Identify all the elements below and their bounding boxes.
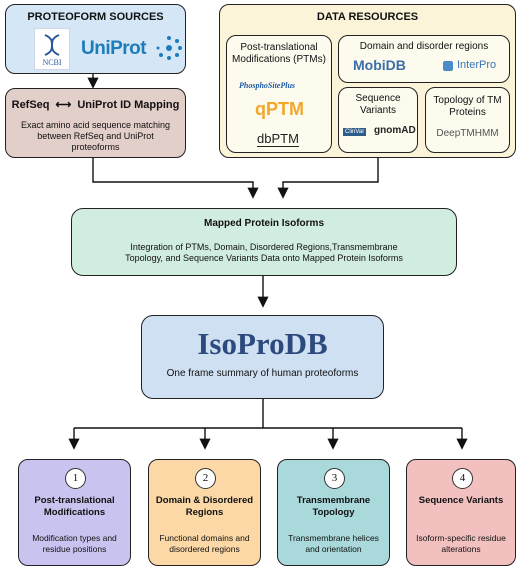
topology-resources-box: Topology of TM Proteins DeepTMHMM [425, 87, 510, 153]
output-desc: Modification types and residue positions [32, 533, 117, 554]
uniprot-dots-icon [156, 36, 182, 60]
output-desc: Functional domains and disordered region… [159, 533, 250, 554]
isoprodb-box: IsoProDB One frame summary of human prot… [141, 315, 384, 399]
id-mapping-desc: Exact amino acid sequence matching betwe… [20, 120, 171, 152]
ncbi-helix-icon [44, 34, 60, 56]
output-desc: Isoform-specific residue alterations [416, 533, 506, 554]
output-number-badge: 2 [195, 468, 216, 489]
data-resources-title: DATA RESOURCES [316, 11, 419, 23]
qptm-logo: qPTM [255, 99, 304, 119]
data-resources-box: DATA RESOURCES Post-translational Modifi… [219, 4, 516, 158]
phosphositeplus-logo: PhosphoSitePlus [239, 81, 296, 90]
arrow-resources-to-mapped [277, 157, 379, 199]
output-title: Transmembrane Topology [296, 495, 371, 518]
output-box-ptm: 1 Post-translational Modifications Modif… [18, 459, 131, 566]
output-title: Post-translational Modifications [34, 495, 115, 518]
clinvar-logo: ClinVar [343, 128, 367, 136]
mapped-isoforms-title: Mapped Protein Isoforms [203, 218, 324, 229]
output-desc: Transmembrane helices and orientation [288, 533, 379, 554]
id-mapping-box: RefSeq ⟷ UniProt ID Mapping Exact amino ac… [5, 88, 186, 158]
output-box-transmembrane: 3 Transmembrane Topology Transmembrane h… [277, 459, 390, 566]
domain-resources-box: Domain and disorder regions MobiDB Inter… [338, 35, 510, 83]
variants-resources-title: Sequence Variants [355, 93, 401, 116]
output-number-badge: 1 [65, 468, 86, 489]
interpro-logo: InterPro [457, 59, 497, 71]
variants-resources-box: Sequence Variants ClinVar gnomAD [338, 87, 418, 153]
proteoform-sources-title: PROTEOFORM SOURCES [27, 11, 164, 23]
output-title: Sequence Variants [418, 495, 504, 506]
ncbi-logo-text: NCBI [42, 58, 62, 67]
bidirectional-arrow-icon: ⟷ [55, 99, 72, 111]
refseq-label: RefSeq [11, 99, 50, 111]
output-title: Domain & Disordered Regions [155, 495, 254, 518]
deeptmhmm-logo: DeepTMHMM [436, 128, 499, 139]
gnomad-logo: gnomAD [374, 125, 416, 136]
mapped-isoforms-box: Mapped Protein Isoforms Integration of P… [71, 208, 457, 276]
dbptm-logo: dbPTM [257, 131, 299, 147]
isoprodb-title: IsoProDB [197, 326, 328, 361]
ptm-resources-box: Post-translational Modifications (PTMs) … [226, 35, 332, 153]
output-box-variants: 4 Sequence Variants Isoform-specific res… [406, 459, 516, 566]
interpro-icon [443, 61, 453, 71]
mobidb-logo: MobiDB [353, 57, 406, 73]
output-number-badge: 3 [324, 468, 345, 489]
ptm-resources-title: Post-translational Modifications (PTMs) [232, 42, 326, 65]
ncbi-logo: NCBI [34, 28, 70, 70]
output-box-domain: 2 Domain & Disordered Regions Functional… [148, 459, 261, 566]
mapped-isoforms-desc: Integration of PTMs, Domain, Disordered … [125, 242, 403, 263]
proteoform-sources-box: PROTEOFORM SOURCES NCBI UniProt [5, 4, 186, 74]
uniprot-mapping-label: UniProt ID Mapping [77, 99, 180, 111]
domain-resources-title: Domain and disorder regions [359, 41, 489, 52]
isoprodb-subtitle: One frame summary of human proteoforms [166, 368, 359, 379]
output-number-badge: 4 [452, 468, 473, 489]
arrow-mapping-to-mapped [92, 157, 259, 199]
topology-resources-title: Topology of TM Proteins [433, 95, 502, 118]
uniprot-logo-text: UniProt [81, 38, 147, 59]
id-mapping-title: RefSeq ⟷ UniProt ID Mapping [6, 98, 185, 111]
